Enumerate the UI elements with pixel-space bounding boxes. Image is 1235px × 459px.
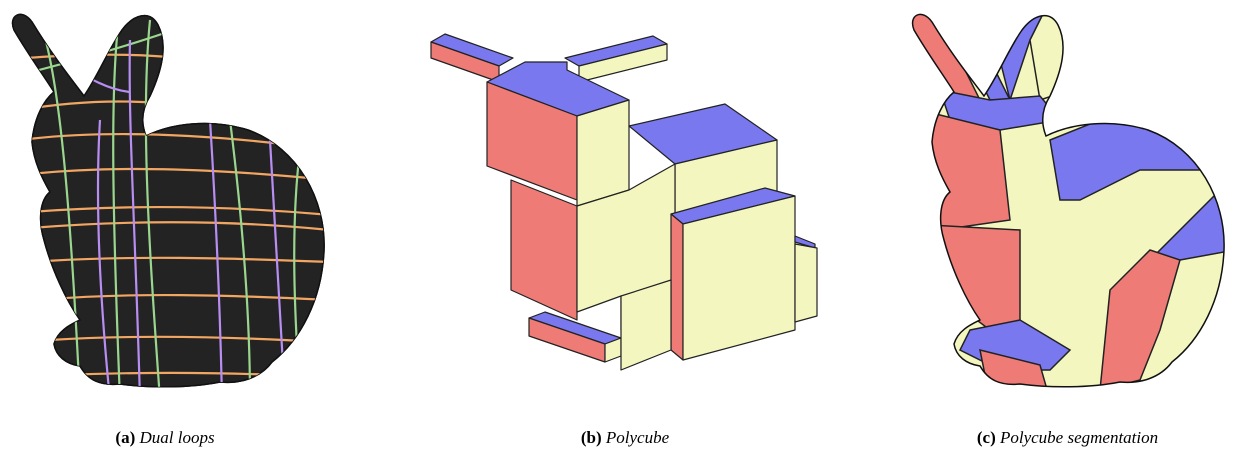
caption-a-tag: (a) xyxy=(115,428,136,447)
caption-a: (a) Dual loops xyxy=(0,428,330,448)
caption-c-text: Polycube segmentation xyxy=(999,428,1159,447)
polycube-figure xyxy=(430,33,818,371)
loop-lines xyxy=(12,14,325,387)
dual-loops-figure xyxy=(11,13,325,388)
bunny-mesh xyxy=(11,13,325,388)
front-leg-side xyxy=(620,279,672,371)
panel-polycube: (b) Polycube xyxy=(425,0,825,459)
caption-a-text: Dual loops xyxy=(139,428,215,447)
caption-c: (c) Polycube segmentation xyxy=(900,428,1235,448)
caption-c-tag: (c) xyxy=(976,428,996,447)
panel-dual-loops: (a) Dual loops xyxy=(0,0,330,459)
ear-left-red xyxy=(912,14,982,101)
segmentation-figure xyxy=(911,13,1225,388)
segments xyxy=(912,14,1225,387)
leg-front xyxy=(670,213,684,361)
caption-b-tag: (b) xyxy=(580,428,602,447)
caption-b: (b) Polycube xyxy=(425,428,825,448)
leg-red xyxy=(1099,249,1181,387)
body-front xyxy=(510,179,578,321)
leg-side xyxy=(682,195,796,361)
tail-side xyxy=(794,243,818,323)
bunny-outline xyxy=(911,13,1225,388)
caption-b-text: Polycube xyxy=(605,428,670,447)
panel-polycube-segmentation: (c) Polycube segmentation xyxy=(900,0,1235,459)
head-side xyxy=(576,99,630,207)
